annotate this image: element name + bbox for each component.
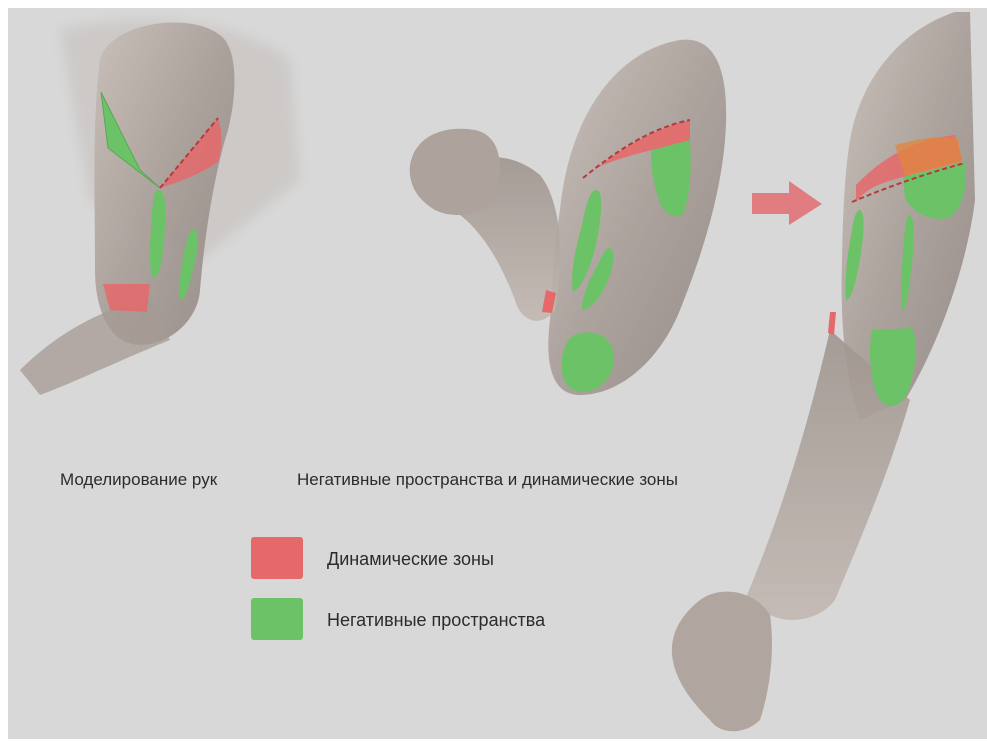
caption-right: Негативные пространства и динамические з… [297,470,727,490]
arm-flexed-side-view [20,20,300,395]
legend-label-dynamic: Динамические зоны [327,549,494,569]
dynamic-zone-lower [103,284,150,312]
dynamic-zone-small [828,312,836,335]
arm-flexed-fist-view [410,40,726,395]
forearm-shape [20,300,170,395]
legend-swatch-dynamic [251,537,303,579]
fist-shape [410,129,500,215]
caption-left: Моделирование рук [60,470,217,490]
legend-swatch-negative [251,598,303,640]
arrow-right-icon [752,181,822,225]
hand-shape [672,592,772,732]
legend-label-negative: Негативные пространства [327,610,545,630]
